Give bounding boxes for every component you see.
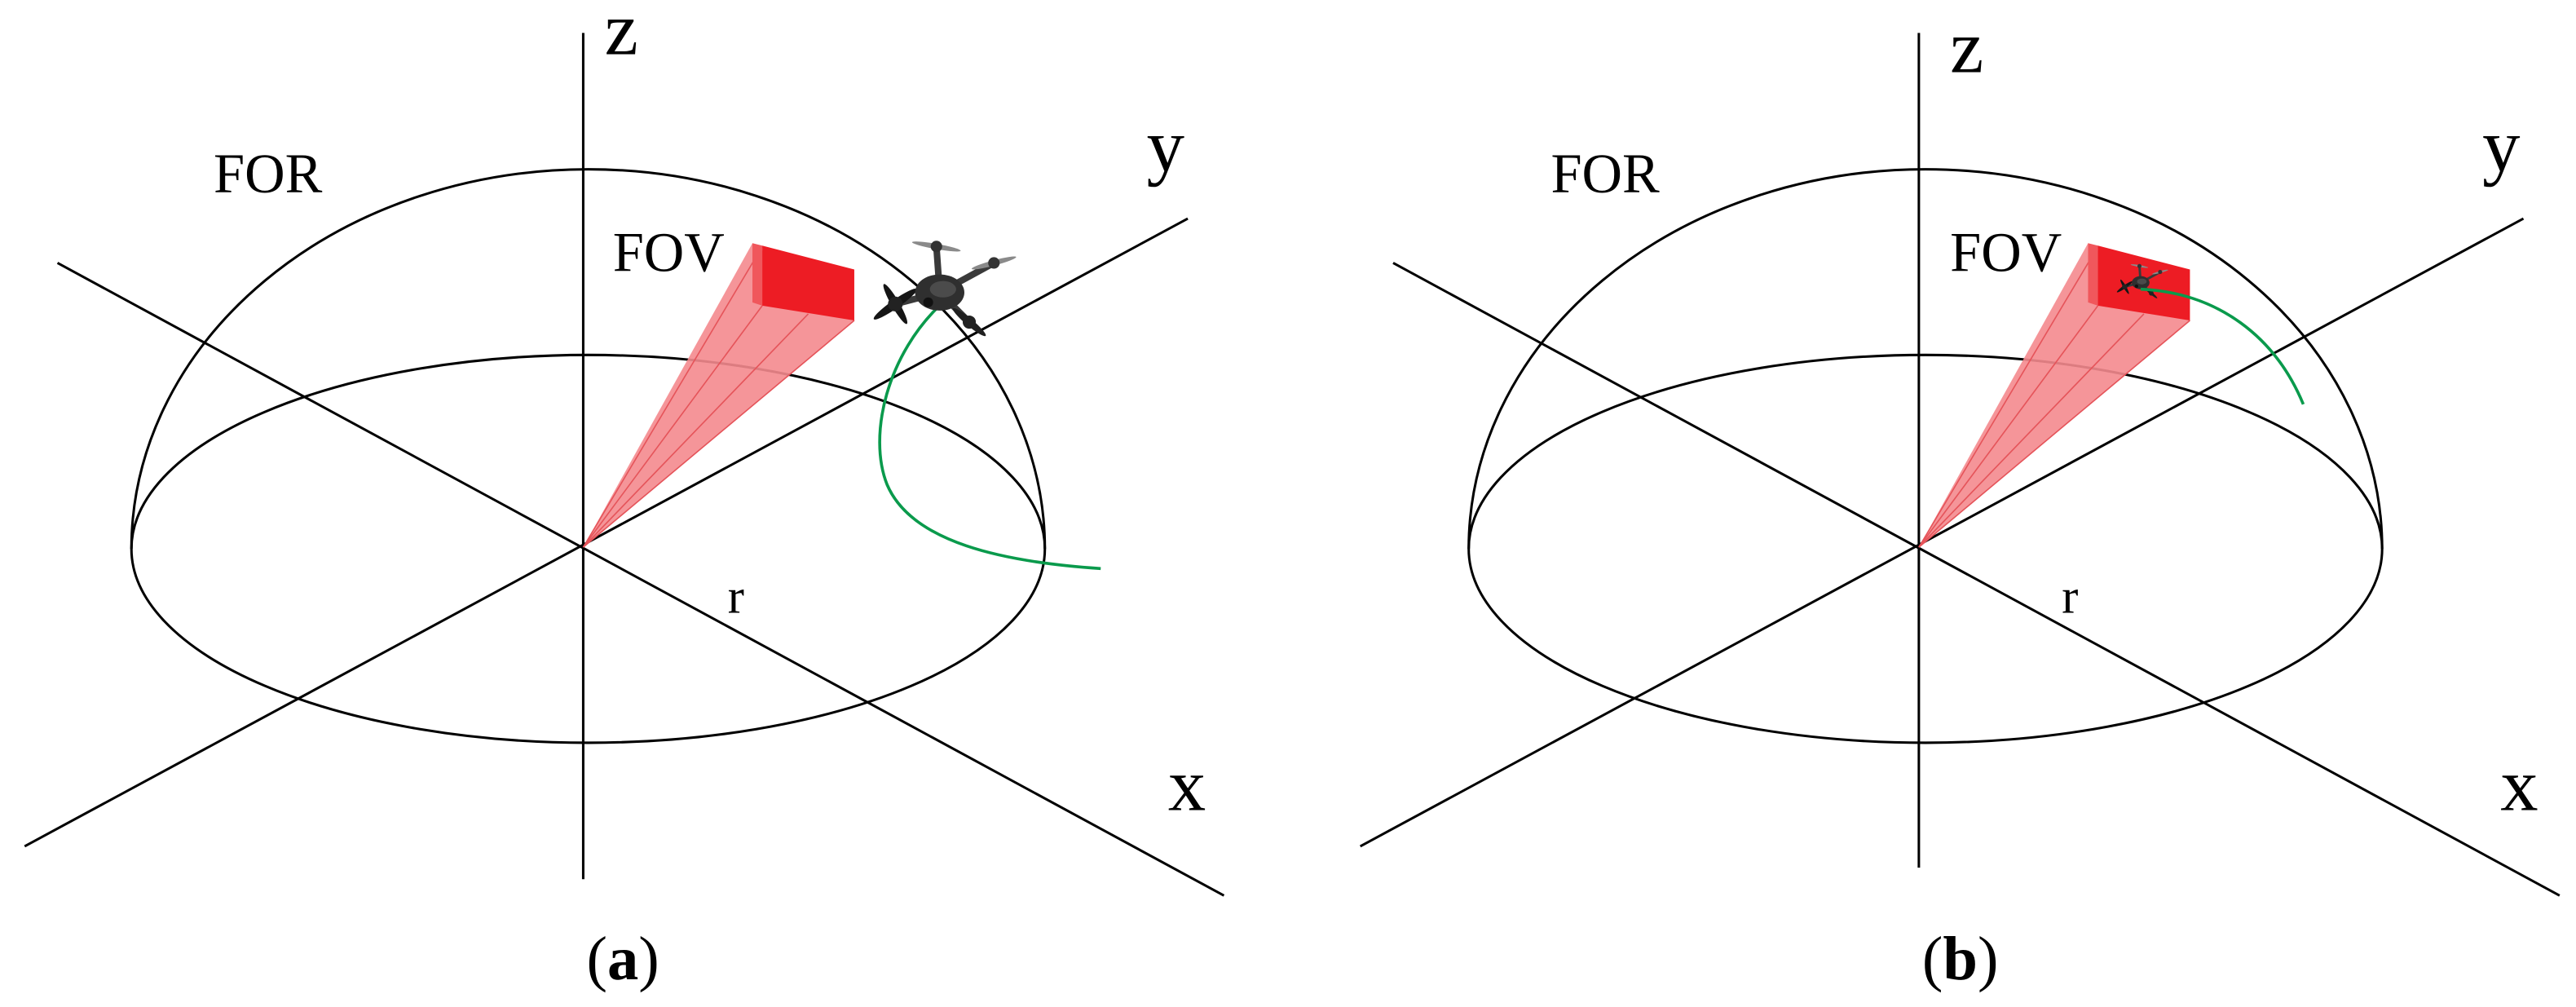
y-axis-line bbox=[1359, 217, 2525, 848]
for-base-ellipse bbox=[130, 353, 1047, 744]
radius-label: r bbox=[2062, 570, 2078, 625]
fov-beam-edge bbox=[1918, 320, 2190, 548]
fov-box bbox=[762, 245, 854, 320]
fov-beam-edge bbox=[582, 320, 855, 548]
y-axis-label: y bbox=[2482, 104, 2520, 188]
fov-beam-edge bbox=[1918, 305, 2099, 548]
z-axis-label: z bbox=[605, 0, 638, 72]
fov-beam-edge bbox=[582, 245, 763, 548]
fov-beam bbox=[583, 243, 854, 548]
fov-beam-edges bbox=[582, 245, 855, 548]
z-axis-label: z bbox=[1950, 6, 1983, 90]
for-dome-arc bbox=[130, 168, 1047, 550]
caption-close-paren: ) bbox=[1978, 924, 1999, 993]
panel-caption: (a) bbox=[586, 924, 659, 993]
caption-close-paren: ) bbox=[638, 924, 659, 993]
caption-open-paren: ( bbox=[586, 924, 607, 993]
for-label: FOR bbox=[214, 143, 323, 205]
panel-caption: (b) bbox=[1922, 924, 1999, 993]
fov-beam bbox=[1918, 243, 2190, 548]
for-base-ellipse bbox=[1467, 353, 2384, 744]
fov-box-side bbox=[752, 243, 763, 306]
y-axis-line bbox=[24, 217, 1189, 848]
fov-beam-edge bbox=[1918, 313, 2145, 548]
panel-b: z y x r FOR FOV (b) bbox=[1359, 6, 2561, 993]
x-axis-line bbox=[1392, 262, 2561, 897]
for-label: FOR bbox=[1550, 143, 1660, 205]
target-trajectory bbox=[2140, 287, 2305, 405]
caption-open-paren: ( bbox=[1922, 924, 1943, 993]
fov-beam-edge bbox=[582, 305, 763, 548]
panel-b-geometry bbox=[1359, 33, 2561, 897]
fov-beam-edges bbox=[1918, 245, 2190, 548]
caption-letter: a bbox=[607, 924, 638, 993]
fov-label: FOV bbox=[613, 222, 725, 284]
fov-beam-edge bbox=[1918, 245, 2099, 548]
fov-label: FOV bbox=[1950, 222, 2062, 284]
radius-label: r bbox=[728, 570, 744, 625]
x-axis-line bbox=[56, 262, 1225, 897]
caption-letter: b bbox=[1943, 924, 1978, 993]
x-axis-label: x bbox=[1168, 744, 1206, 828]
for-dome-arc bbox=[1467, 168, 2384, 550]
y-axis-label: y bbox=[1147, 104, 1184, 188]
x-axis-label: x bbox=[2500, 744, 2538, 828]
panel-a-geometry bbox=[24, 33, 1225, 897]
fov-box-side bbox=[2088, 243, 2098, 306]
fov-beam-edge bbox=[582, 313, 809, 548]
panel-a: z y x r FOR FOV (a) bbox=[24, 0, 1225, 993]
target-trajectory bbox=[878, 301, 1101, 571]
